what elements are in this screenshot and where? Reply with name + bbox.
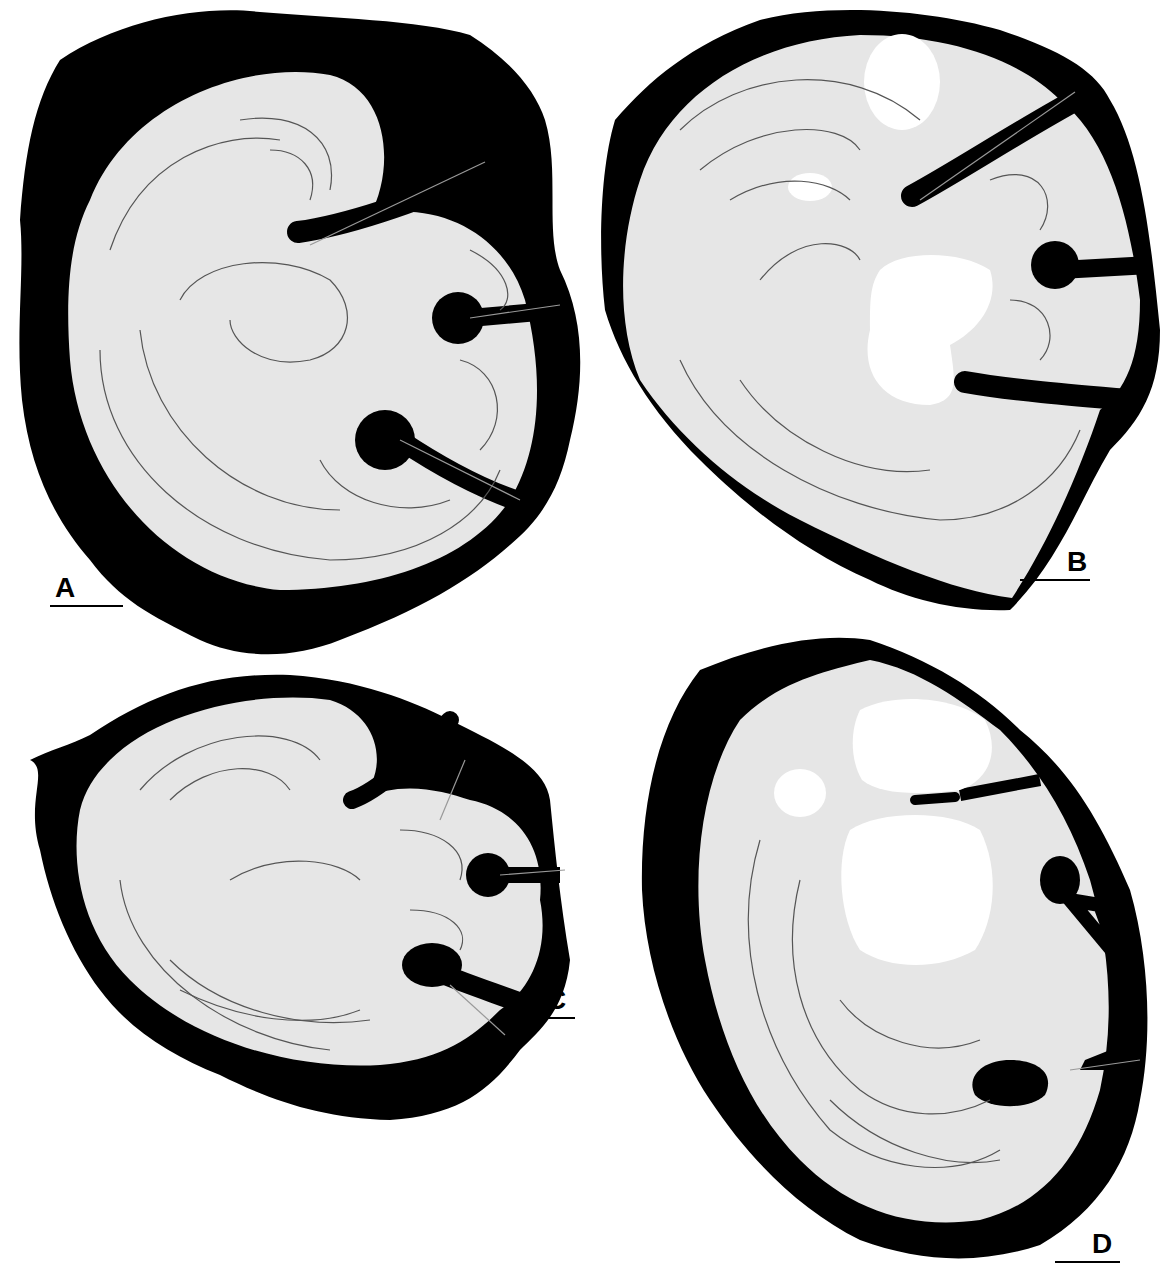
section-d [642,638,1148,1262]
section-c [30,675,575,1120]
panel-letter: C [546,986,566,1014]
panel-letter: A [55,574,75,602]
section-a [19,10,580,654]
panel-letter: B [1067,548,1087,576]
panel-letter: D [1092,1230,1112,1258]
section-b [601,10,1160,610]
